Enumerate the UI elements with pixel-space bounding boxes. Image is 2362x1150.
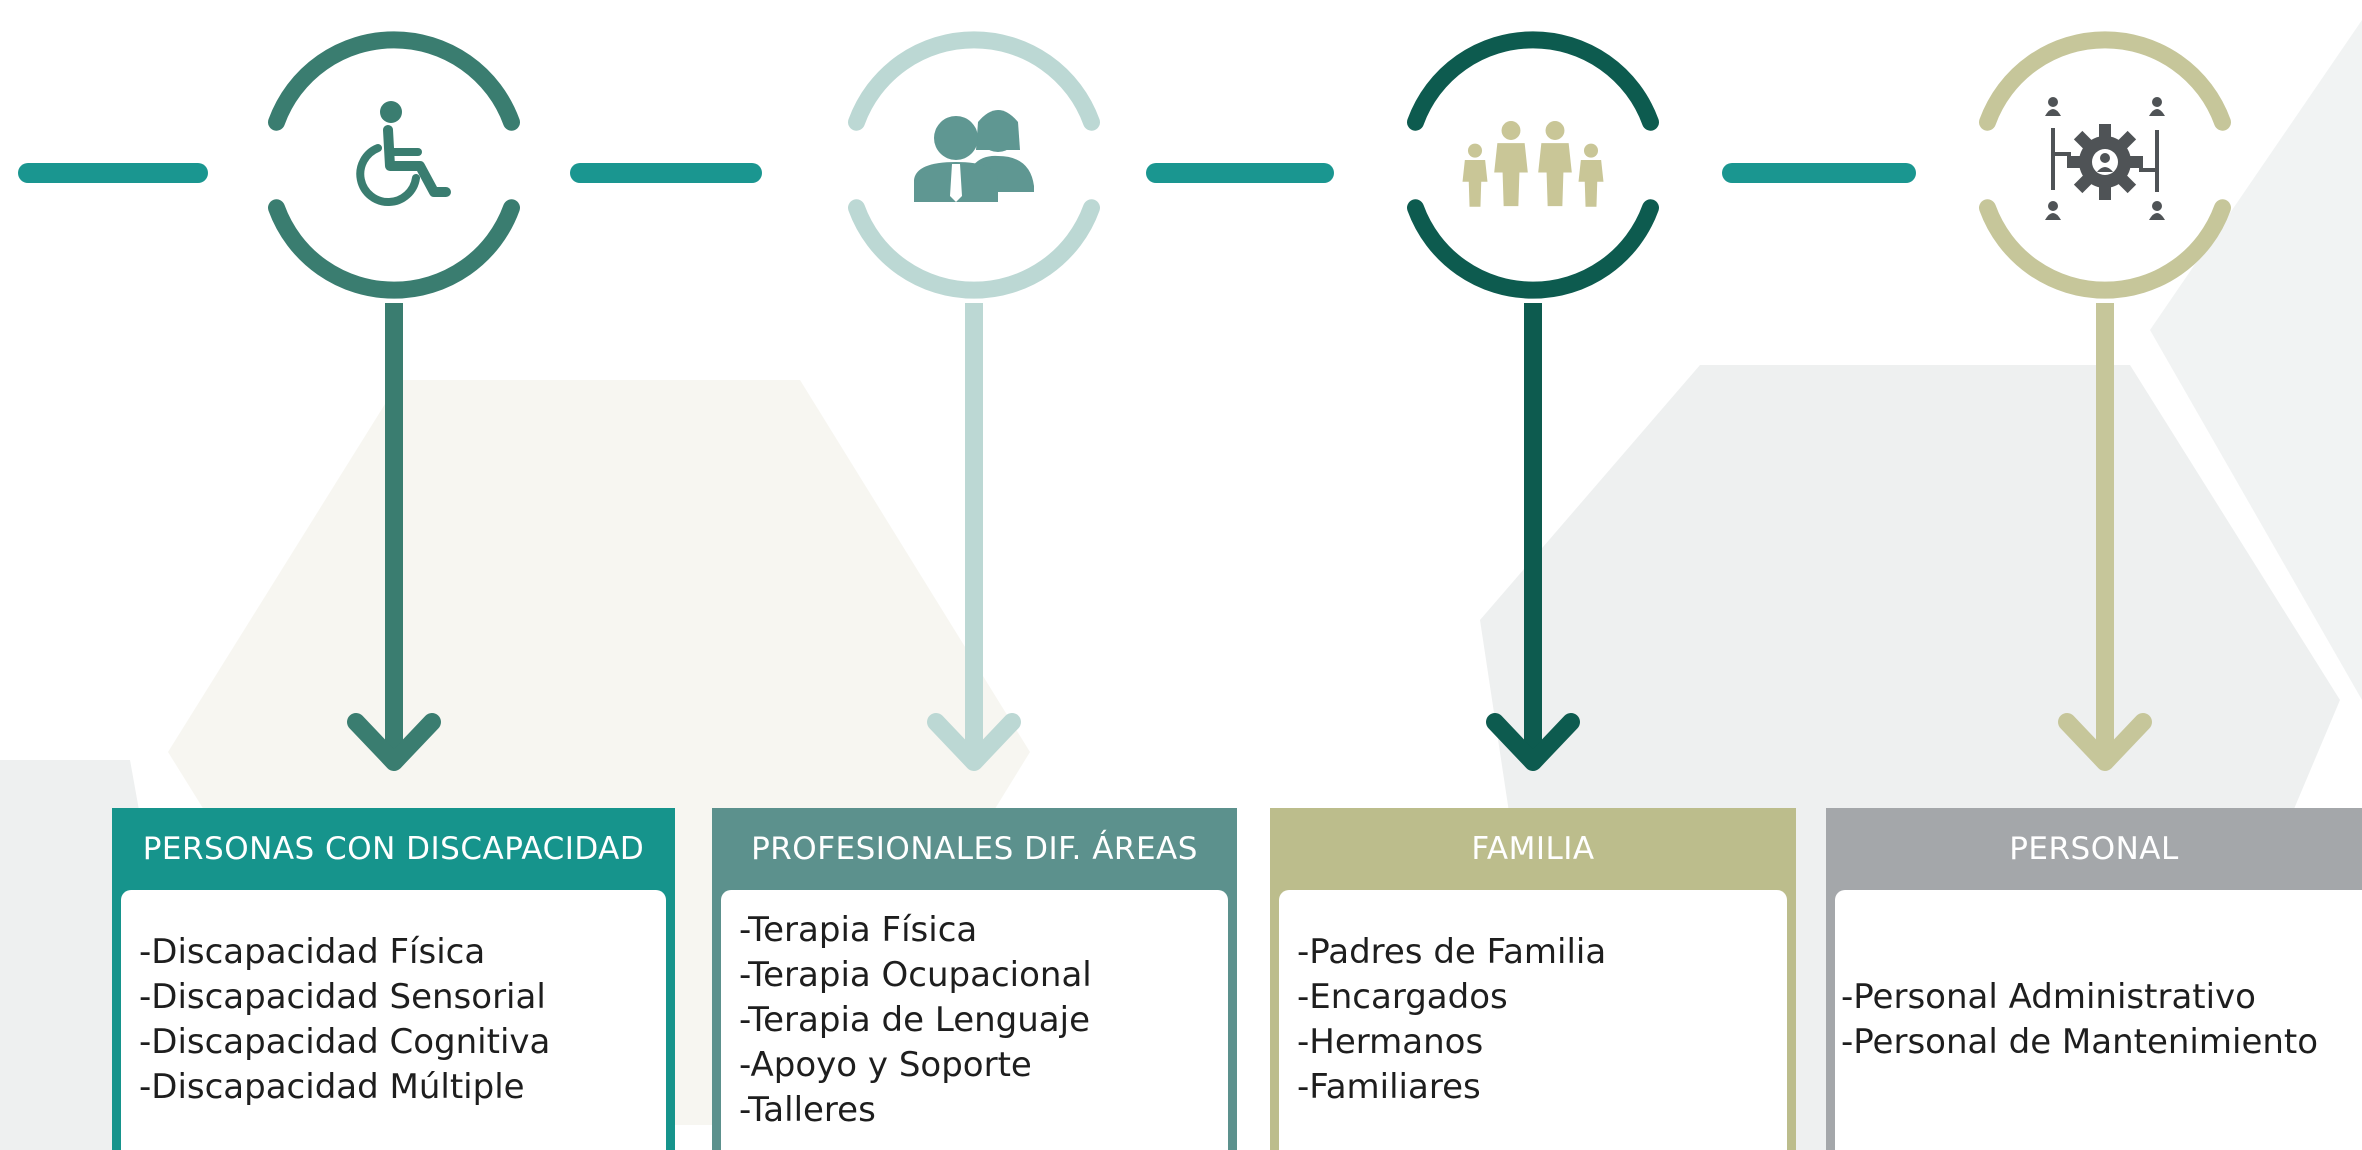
card-personal: PERSONAL -Personal Administrativo -Perso… <box>1826 808 2362 1150</box>
stage-2 <box>848 31 1100 771</box>
card-header: PROFESIONALES DIF. ÁREAS <box>712 808 1237 890</box>
staff-network-icon <box>2045 97 2165 220</box>
card-item: -Discapacidad Múltiple <box>139 1067 525 1107</box>
stage-1 <box>268 31 520 771</box>
card-item: -Encargados <box>1297 977 1508 1017</box>
card-item: -Familiares <box>1297 1067 1481 1107</box>
card-item: -Terapia Ocupacional <box>739 954 1092 995</box>
card-item: -Apoyo y Soporte <box>739 1044 1032 1085</box>
card-body: -Padres de Familia -Encargados -Hermanos… <box>1279 890 1787 1150</box>
card-item: -Personal Administrativo <box>1841 977 2256 1017</box>
card-item: -Terapia Física <box>739 909 978 950</box>
card-item: -Discapacidad Física <box>139 932 486 972</box>
arrow-head-icon <box>927 713 1021 771</box>
ring-top-arc <box>1979 31 2231 131</box>
family-icon <box>1462 121 1604 207</box>
card-profesionales: PROFESIONALES DIF. ÁREAS -Terapia Física… <box>712 808 1237 1150</box>
card-header: PERSONAL <box>1826 808 2362 890</box>
card-body: -Terapia Física -Terapia Ocupacional -Te… <box>721 890 1228 1150</box>
card-item: -Talleres <box>739 1089 876 1130</box>
card-item: -Personal de Mantenimiento <box>1841 1022 2319 1062</box>
professionals-icon <box>914 110 1034 202</box>
card-item: -Terapia de Lenguaje <box>739 999 1090 1040</box>
ring-bottom-arc <box>1407 199 1659 299</box>
card-body: -Personal Administrativo -Personal de Ma… <box>1835 890 2362 1150</box>
card-item: -Padres de Familia <box>1297 932 1607 972</box>
card-personas-con-discapacidad: PERSONAS CON DISCAPACIDAD -Discapacidad … <box>112 808 675 1150</box>
stage-3 <box>1407 31 1659 771</box>
ring-bottom-arc <box>268 199 520 299</box>
ring-bottom-arc <box>1979 199 2231 299</box>
arrow-head-icon <box>347 713 441 771</box>
card-body: -Discapacidad Física -Discapacidad Senso… <box>121 890 666 1150</box>
card-header: FAMILIA <box>1270 808 1796 890</box>
arrow-head-icon <box>2058 713 2152 771</box>
card-item: -Discapacidad Cognitiva <box>139 1022 551 1062</box>
ring-top-arc <box>268 31 520 131</box>
wheelchair-icon <box>356 101 451 207</box>
stage-4 <box>1979 31 2231 771</box>
card-item: -Discapacidad Sensorial <box>139 977 546 1017</box>
card-header: PERSONAS CON DISCAPACIDAD <box>112 808 675 890</box>
ring-top-arc <box>1407 31 1659 131</box>
background-hexagon-far-right <box>2150 20 2362 700</box>
arrow-head-icon <box>1486 713 1580 771</box>
ring-top-arc <box>848 31 1100 131</box>
card-item: -Hermanos <box>1297 1022 1484 1062</box>
card-familia: FAMILIA -Padres de Familia -Encargados -… <box>1270 808 1796 1150</box>
ring-bottom-arc <box>848 199 1100 299</box>
